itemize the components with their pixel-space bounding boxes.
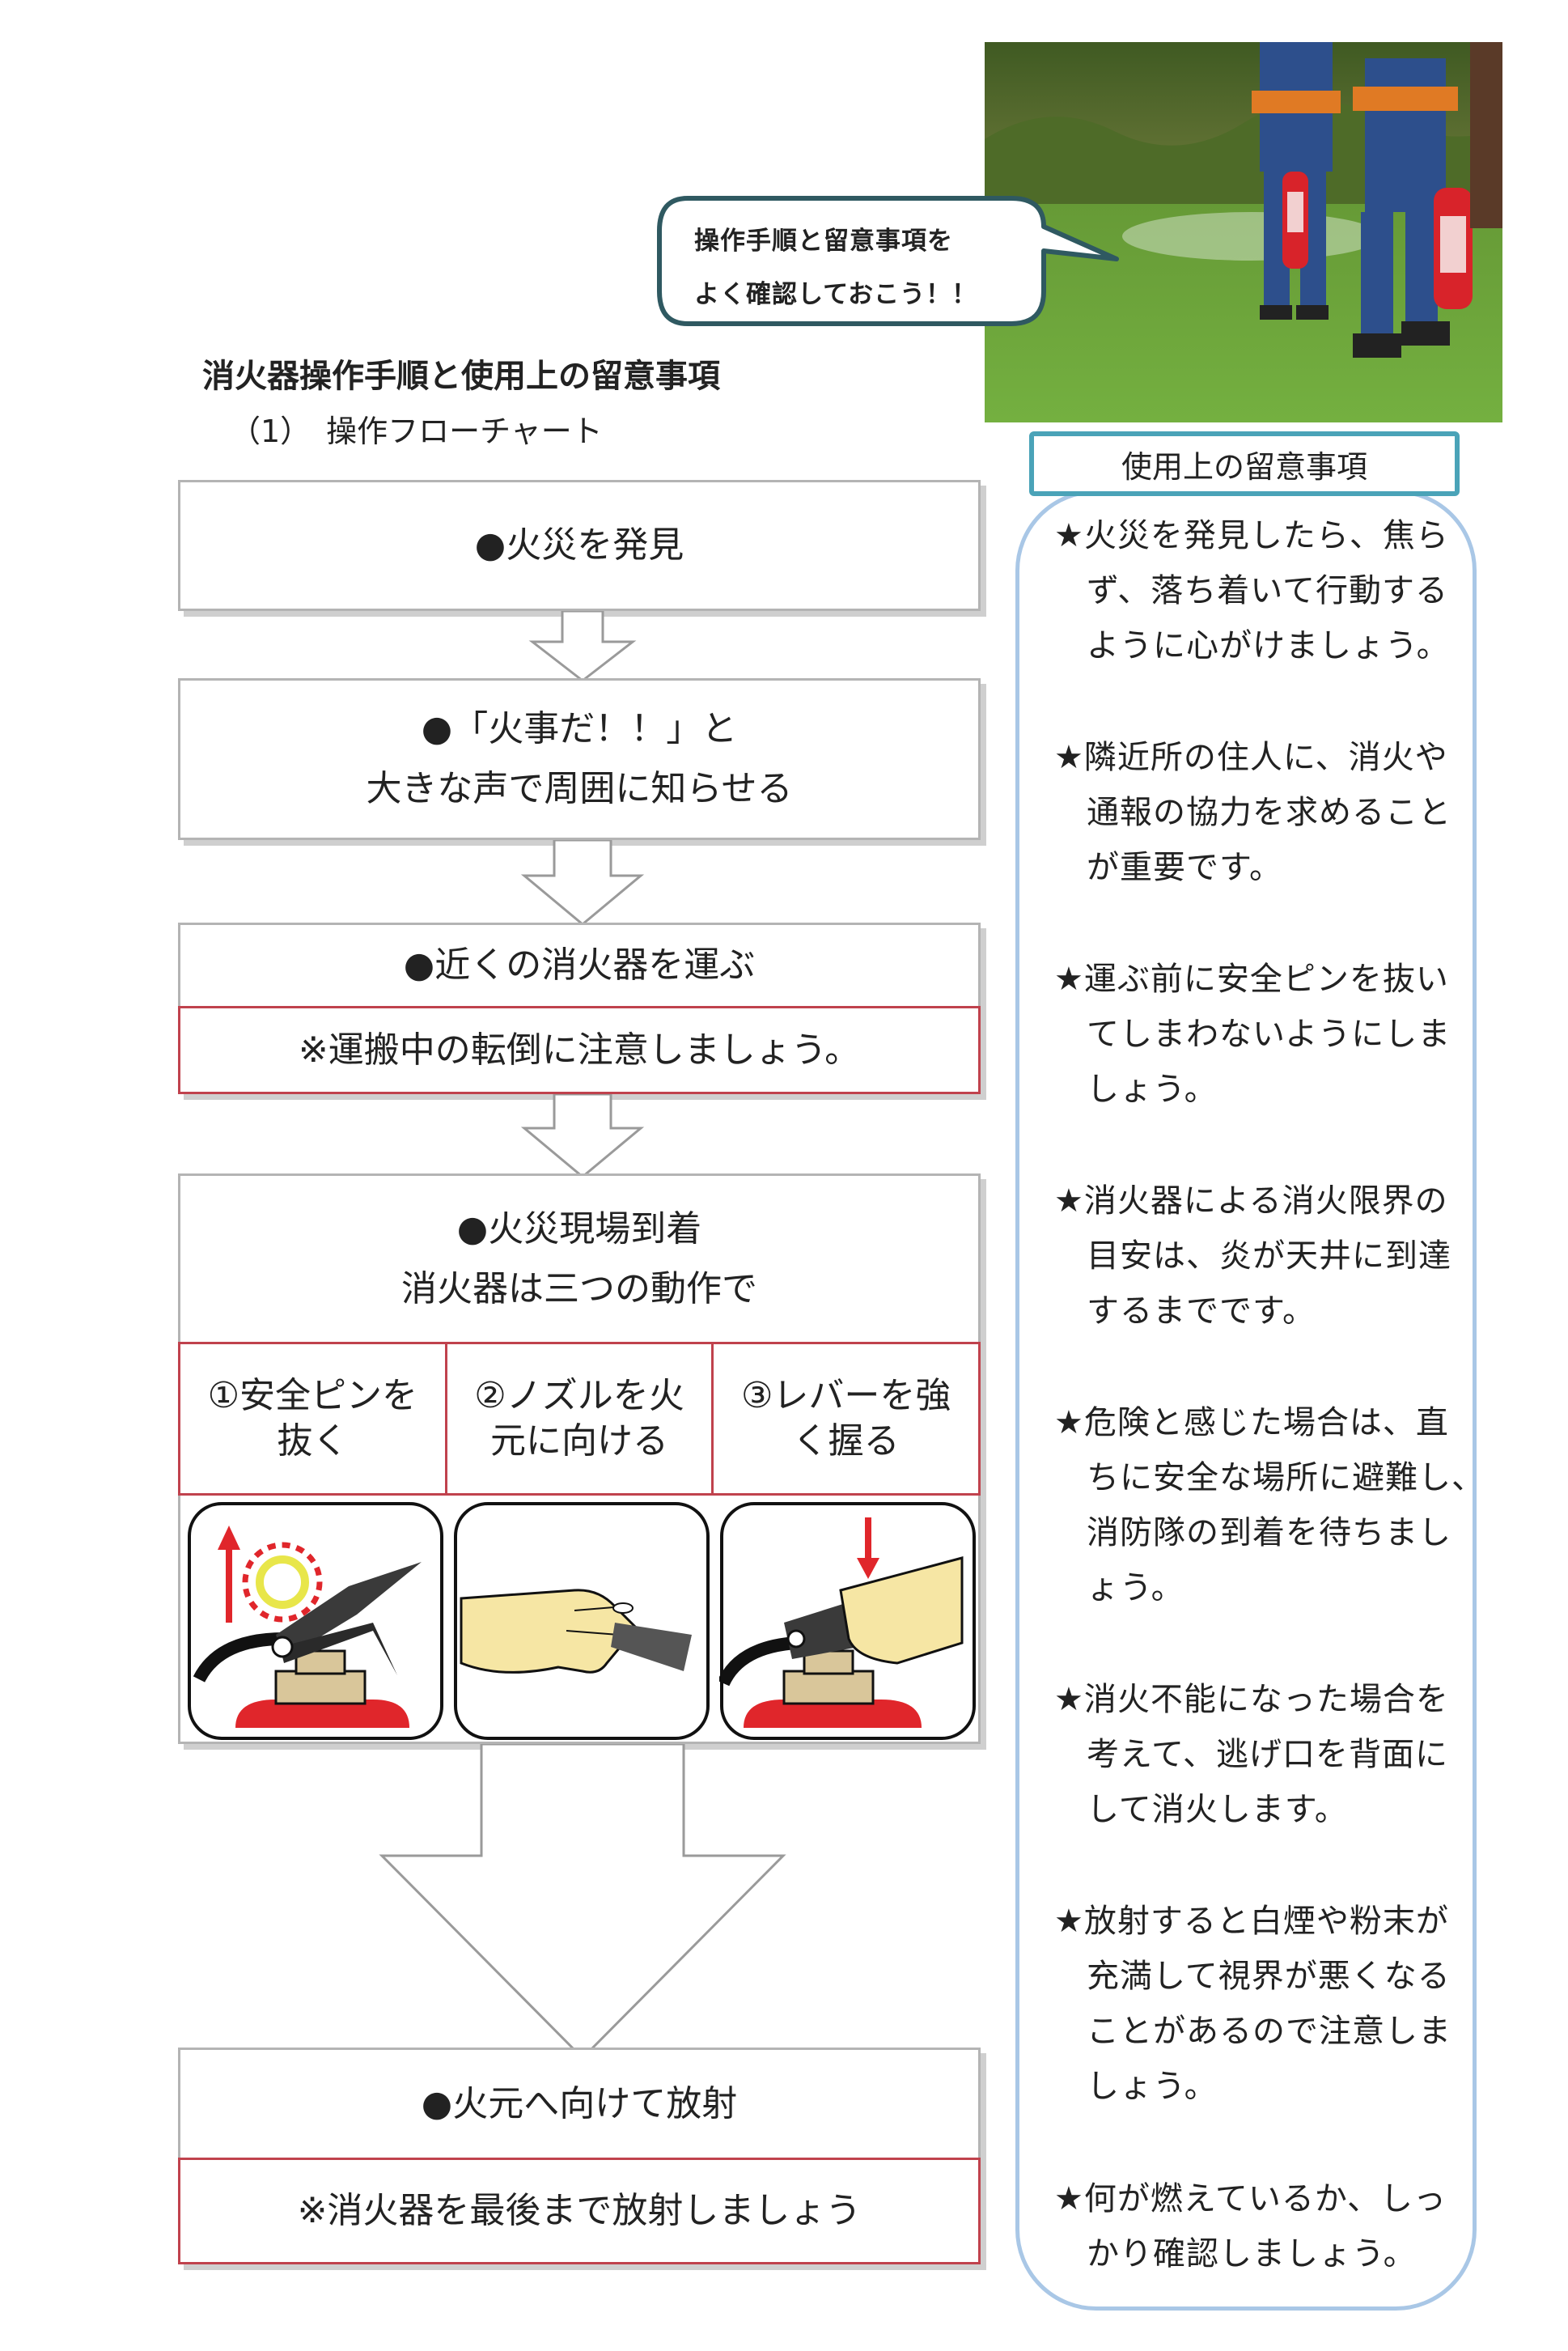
note-item-first-line: ★危険と感じた場合は、直 bbox=[1054, 1404, 1449, 1441]
note-item: ★何が燃えているか、しっかり確認しましょう。 bbox=[1054, 2171, 1447, 2281]
note-item: ★消火不能になった場合を考えて、逃げ口を背面にして消火します。 bbox=[1054, 1672, 1449, 1837]
step-arrive-scene: ●火災現場到着 消火器は三つの動作で ①安全ピンを 抜く ②ノズルを火 元に向け… bbox=[178, 1173, 981, 1744]
step-arrive-line-1: ●火災現場到着 bbox=[456, 1207, 702, 1250]
flow-arrow-2 bbox=[520, 840, 645, 926]
note-item-line: 考えて、逃げ口を背面に bbox=[1087, 1736, 1448, 1773]
training-photo bbox=[985, 42, 1502, 422]
page-subtitle: （1） 操作フローチャート bbox=[230, 414, 603, 449]
note-item-line: ょう。 bbox=[1087, 1569, 1184, 1606]
action-pull-pin: ①安全ピンを 抜く bbox=[178, 1344, 447, 1493]
note-item: ★消火器による消火限界の目安は、炎が天井に到達するまでです。 bbox=[1054, 1173, 1451, 1339]
note-item-line: ず、落ち着いて行動する bbox=[1087, 572, 1448, 609]
note-item-first-line: ★隣近所の住人に、消火や bbox=[1054, 739, 1448, 776]
step-discharge: ●火元へ向けて放射 ※消火器を最後まで放射しましょう bbox=[178, 2048, 981, 2264]
page-title: 消火器操作手順と使用上の留意事項 bbox=[202, 358, 720, 395]
step-carry-extinguisher: ●近くの消火器を運ぶ ※運搬中の転倒に注意しましょう。 bbox=[178, 923, 981, 1094]
action-aim-nozzle: ②ノズルを火 元に向ける bbox=[447, 1344, 714, 1493]
note-item-first-line: ★何が燃えているか、しっ bbox=[1054, 2180, 1447, 2217]
note-item-line: しょう。 bbox=[1087, 2068, 1218, 2105]
note-item: ★危険と感じた場合は、直ちに安全な場所に避難し、消防隊の到着を待ちましょう。 bbox=[1054, 1395, 1485, 1615]
step-alert-line-2: 大きな声で周囲に知らせる bbox=[366, 768, 793, 809]
note-item-line: 通報の協力を求めること bbox=[1087, 794, 1451, 831]
step-alert-line-1: ●「火事だ！！」と bbox=[421, 708, 738, 749]
action-squeeze-lever: ③レバーを強 く握る bbox=[714, 1344, 981, 1493]
note-item-first-line: ★火災を発見したら、焦ら bbox=[1054, 517, 1449, 554]
step-discover-fire-label: ●火災を発見 bbox=[474, 524, 684, 566]
step-alert-neighbors: ●「火事だ！！」と 大きな声で周囲に知らせる bbox=[178, 678, 981, 840]
speech-bubble bbox=[657, 196, 1119, 326]
notes-title: 使用上の留意事項 bbox=[1029, 431, 1460, 496]
note-item-first-line: ★消火不能になった場合を bbox=[1054, 1681, 1449, 1718]
note-item-line: しょう。 bbox=[1087, 1071, 1218, 1108]
note-item-line: 消防隊の到着を待ちまし bbox=[1087, 1514, 1451, 1551]
step-discharge-note: ※消火器を最後まで放射しましょう bbox=[178, 2158, 981, 2264]
flow-arrow-4 bbox=[379, 1744, 786, 2060]
flow-arrow-3 bbox=[520, 1094, 645, 1178]
note-item-line: かり確認しましょう。 bbox=[1087, 2235, 1417, 2272]
bubble-line-2: よく確認しておこう！！ bbox=[694, 280, 978, 309]
note-item-line: ことがあるので注意しま bbox=[1087, 2013, 1451, 2050]
note-item-line: ちに安全な場所に避難し、 bbox=[1087, 1459, 1485, 1496]
note-item-line: ように心がけましょう。 bbox=[1087, 627, 1450, 664]
aim-nozzle-illustration bbox=[454, 1502, 710, 1740]
action-labels-row: ①安全ピンを 抜く ②ノズルを火 元に向ける ③レバーを強 く握る bbox=[178, 1342, 981, 1496]
note-item-line: 充満して視界が悪くなる bbox=[1087, 1958, 1451, 1995]
note-item: ★火災を発見したら、焦らず、落ち着いて行動するように心がけましょう。 bbox=[1054, 508, 1450, 673]
note-item-first-line: ★運ぶ前に安全ピンを抜い bbox=[1054, 961, 1449, 998]
bubble-line-1: 操作手順と留意事項を bbox=[694, 227, 953, 256]
note-item-line: するまでです。 bbox=[1087, 1292, 1316, 1330]
note-item-line: てしまわないようにしま bbox=[1087, 1016, 1451, 1053]
step-arrive-line-2: 消火器は三つの動作で bbox=[401, 1267, 757, 1309]
step-discover-fire: ●火災を発見 bbox=[178, 480, 981, 611]
note-item-line: 目安は、炎が天井に到達 bbox=[1087, 1237, 1451, 1275]
pull-pin-illustration bbox=[188, 1502, 443, 1740]
note-item: ★放射すると白煙や粉末が充満して視界が悪くなることがあるので注意しましょう。 bbox=[1054, 1894, 1451, 2114]
flow-arrow-1 bbox=[528, 611, 637, 682]
note-item-line: が重要です。 bbox=[1087, 849, 1282, 886]
note-item: ★隣近所の住人に、消火や通報の協力を求めることが重要です。 bbox=[1054, 730, 1451, 895]
note-item-first-line: ★放射すると白煙や粉末が bbox=[1054, 1903, 1449, 1940]
step-discharge-label: ●火元へ向けて放射 bbox=[421, 2082, 738, 2124]
notes-panel bbox=[1015, 490, 1477, 2311]
note-item-line: して消火します。 bbox=[1087, 1791, 1348, 1828]
squeeze-lever-illustration bbox=[719, 1502, 976, 1740]
note-item: ★運ぶ前に安全ピンを抜いてしまわないようにしましょう。 bbox=[1054, 952, 1451, 1117]
step-carry-label: ●近くの消火器を運ぶ bbox=[403, 944, 756, 986]
note-item-first-line: ★消火器による消火限界の bbox=[1054, 1182, 1448, 1220]
step-carry-note: ※運搬中の転倒に注意しましょう。 bbox=[178, 1006, 981, 1094]
